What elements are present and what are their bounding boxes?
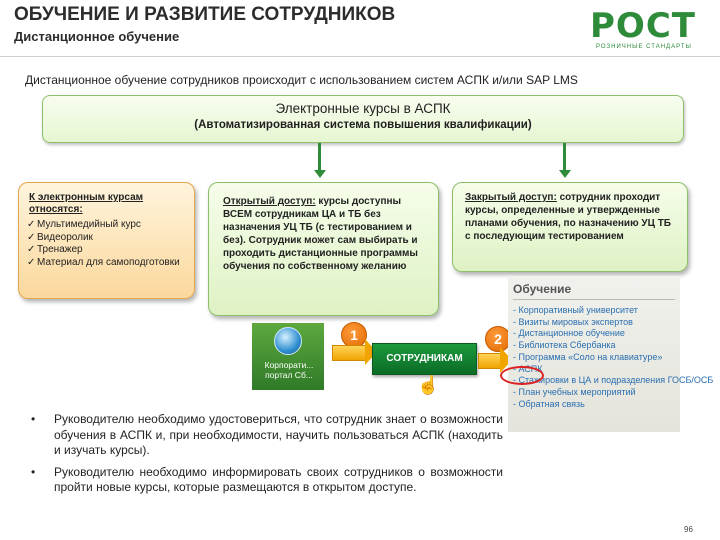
training-menu-link[interactable]: - План учебных мероприятий	[513, 386, 636, 397]
page-title: ОБУЧЕНИЕ И РАЗВИТИЕ СОТРУДНИКОВ	[14, 4, 396, 25]
corporate-portal-desktop-icon[interactable]: Корпорати... портал Сб...	[252, 323, 324, 390]
training-menu-divider	[513, 299, 675, 300]
list-item: ✓Тренажер	[27, 244, 83, 255]
training-menu-link[interactable]: - Корпоративный университет	[513, 305, 638, 315]
arrow-down-right-icon	[558, 170, 571, 178]
training-menu-link[interactable]: - Дистанционное обучение	[513, 328, 625, 339]
arrow-down-left-icon	[313, 170, 326, 178]
list-item: •Руководителю необходимо удостовериться,…	[31, 412, 503, 457]
arrow-down-right-stem	[563, 143, 566, 171]
rost-logo: РОСТ РОЗНИЧНЫЕ СТАНДАРТЫ	[590, 6, 710, 52]
list-item: ✓Видеоролик	[27, 231, 93, 243]
closed-access-box: Закрытый доступ: сотрудник проходит курс…	[452, 182, 688, 272]
manager-notes: •Руководителю необходимо удостовериться,…	[28, 412, 503, 502]
course-types-box: К электронным курсам относятся: ✓Мультим…	[18, 182, 195, 299]
list-item: •Руководителю необходимо информировать с…	[31, 464, 503, 495]
open-access-lead: Открытый доступ:	[223, 196, 316, 207]
training-menu-link[interactable]: - Библиотека Сбербанка	[513, 340, 616, 351]
course-types-heading: К электронным курсам относятся:	[29, 192, 144, 215]
bullet-icon: •	[31, 464, 36, 479]
check-icon: ✓	[27, 256, 36, 268]
arrow-down-left-stem	[318, 143, 321, 171]
closed-access-lead: Закрытый доступ:	[465, 192, 557, 203]
logo-tagline: РОЗНИЧНЫЕ СТАНДАРТЫ	[596, 44, 692, 50]
training-menu-panel: Обучение - Корпоративный университет - В…	[508, 276, 713, 432]
desktop-icon-label: Корпорати... портал Сб...	[264, 360, 314, 380]
page-subtitle: Дистанционное обучение	[14, 29, 180, 44]
open-access-box: Открытый доступ: курсы доступны ВСЕМ сот…	[208, 182, 439, 316]
list-item: ✓Мультимедийный курс	[27, 219, 141, 230]
step-arrow-2-body	[478, 353, 502, 369]
bullet-icon: •	[31, 412, 36, 426]
globe-icon	[274, 327, 302, 355]
header-divider	[0, 56, 720, 57]
training-menu-link[interactable]: - Стажировки в ЦА и подразделения ГОСБ/О…	[513, 375, 714, 386]
check-icon: ✓	[27, 244, 36, 255]
training-menu-link[interactable]: - Визиты мировых экспертов	[513, 316, 633, 327]
list-item: ✓Материал для самоподготовки	[27, 256, 180, 268]
course-types-list: ✓Мультимедийный курс ✓Видеоролик ✓Тренаж…	[27, 219, 180, 269]
logo-wordmark: РОСТ	[590, 6, 696, 46]
step-arrow-1-body	[332, 345, 368, 361]
intro-text: Дистанционное обучение сотрудников проис…	[25, 73, 578, 87]
training-menu-link[interactable]: - Программа «Соло на клавиатуре»	[513, 351, 663, 362]
check-icon: ✓	[27, 219, 36, 230]
check-icon: ✓	[27, 231, 36, 243]
aspk-courses-box: Электронные курсы в АСПК (Автоматизирова…	[42, 95, 684, 143]
open-access-text: курсы доступны ВСЕМ сотрудникам ЦА и ТБ …	[223, 196, 418, 272]
training-menu-heading: Обучение	[513, 282, 572, 296]
aspk-highlight-oval	[500, 366, 544, 385]
aspk-courses-subtitle: (Автоматизированная система повышения кв…	[194, 119, 532, 131]
training-menu-link[interactable]: - Обратная связь	[513, 398, 585, 409]
aspk-courses-title: Электронные курсы в АСПК	[275, 101, 451, 116]
closed-access-text: сотрудник проходит курсы, определенные и…	[465, 192, 671, 242]
hand-cursor-icon: ☝	[417, 375, 440, 395]
staff-menu-button[interactable]: СОТРУДНИКАМ	[372, 343, 477, 375]
training-menu-list: - Корпоративный университет - Визиты мир…	[513, 305, 713, 410]
page-number: 96	[684, 525, 693, 534]
